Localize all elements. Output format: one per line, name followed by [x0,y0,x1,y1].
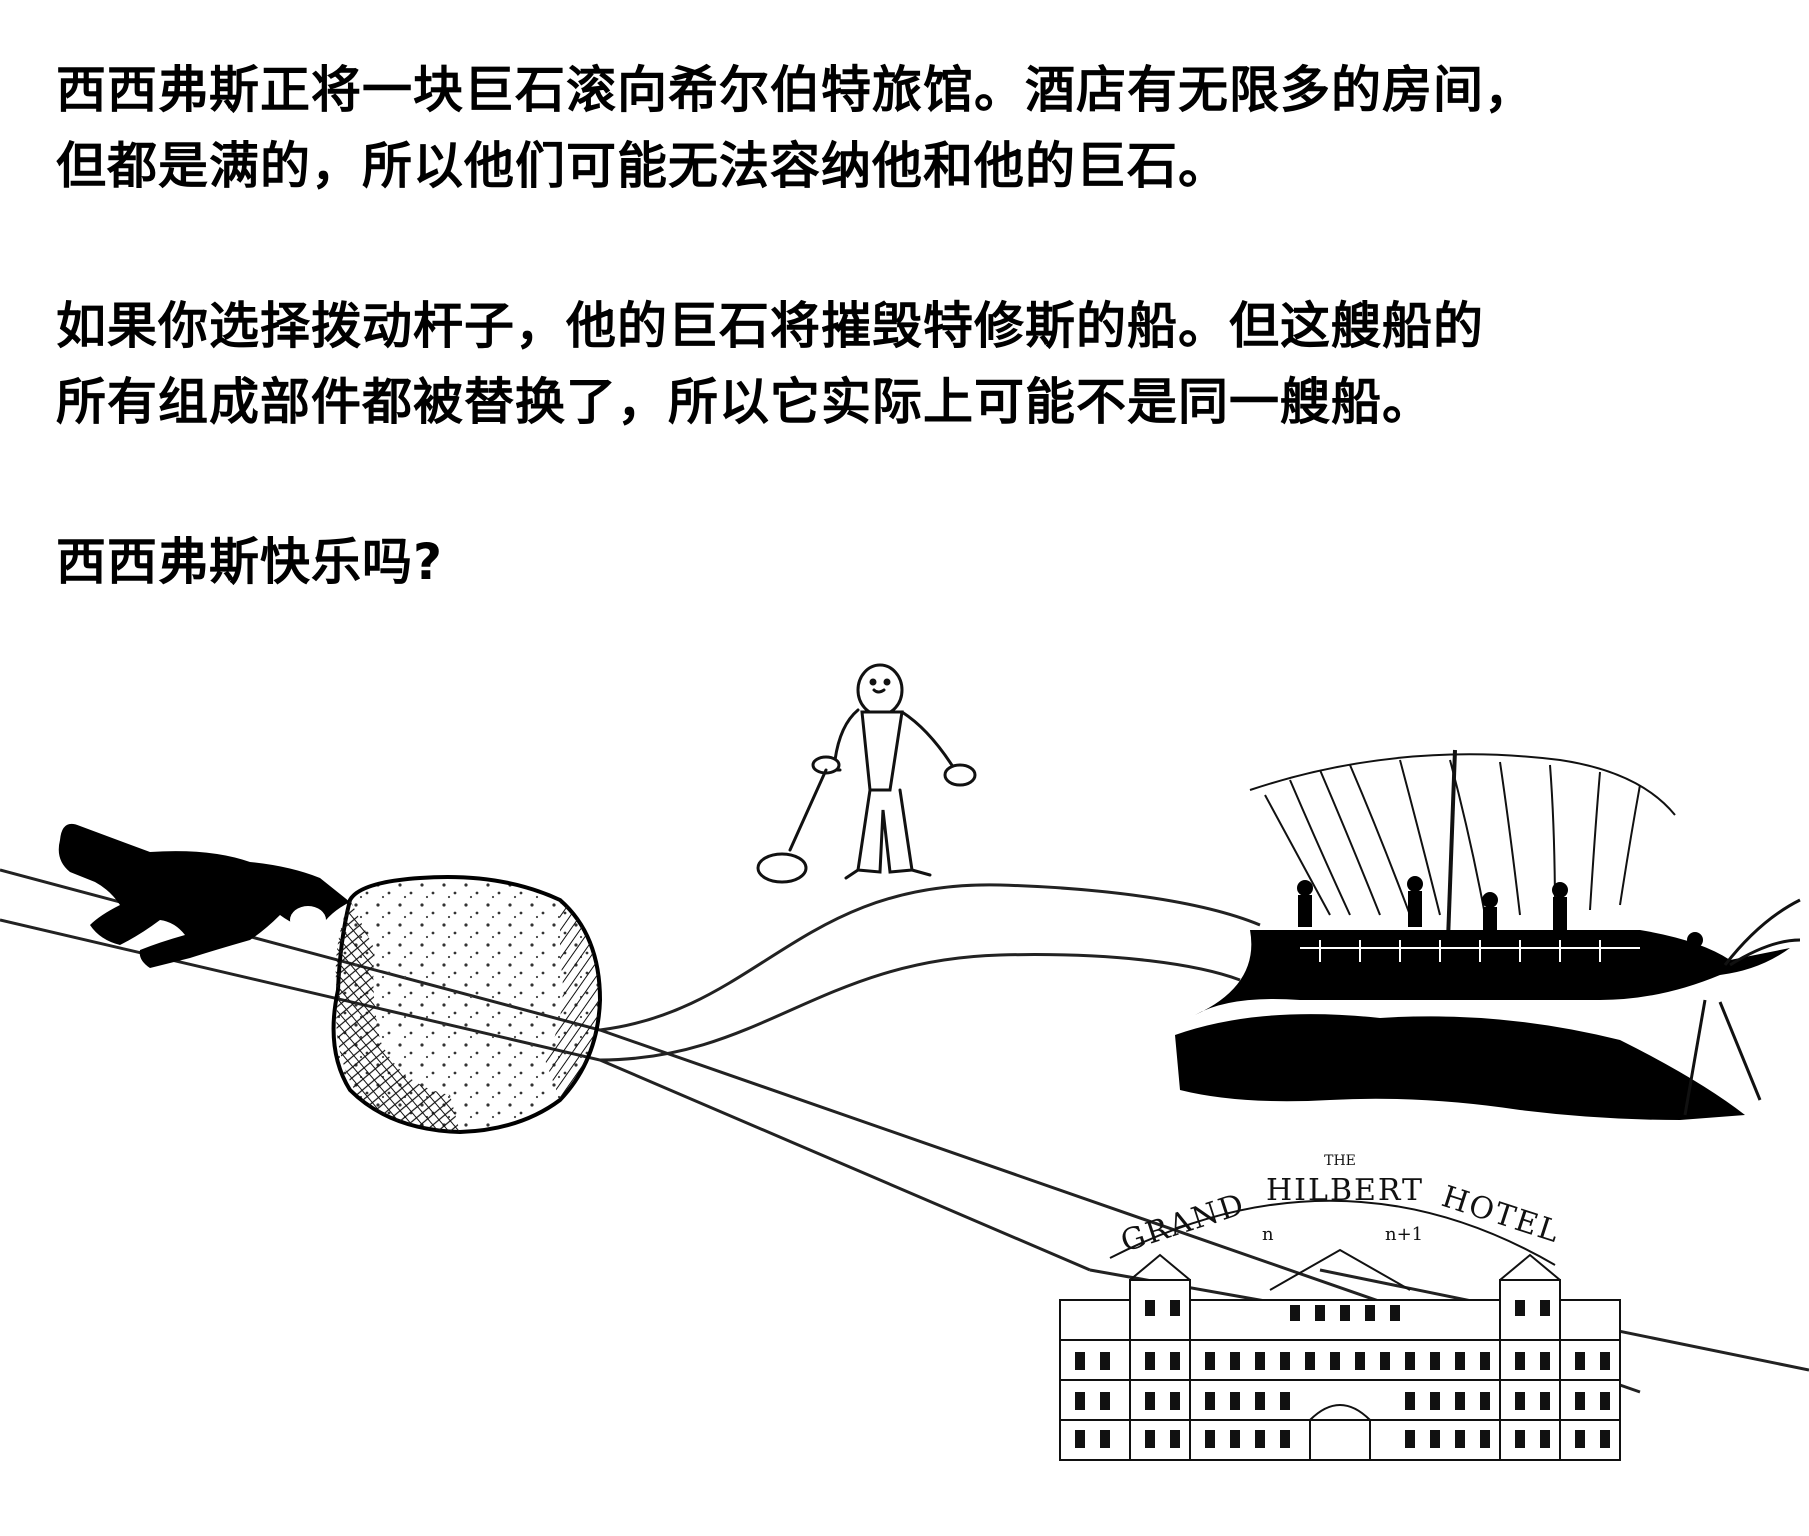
ship-wave [1175,1014,1745,1120]
caption-line: 所有组成部件都被替换了，所以它实际上可能不是同一艘船。 [56,373,1433,431]
hotel-sign-the: THE [1324,1153,1356,1169]
ship-stern-ornament [1723,898,1801,967]
caption-line: 但都是满的，所以他们可能无法容纳他和他的巨石。 [56,137,1229,195]
grand-hilbert-hotel: THE GRAND HILBERT HOTEL n n+1 [1059,1153,1621,1461]
room-label-n-plus-1: n+1 [1385,1224,1423,1245]
branch-track-lower [599,953,1241,1062]
ship-sail [1249,749,1676,941]
caption-paragraph-hotel: 西西弗斯正将一块巨石滚向希尔伯特旅馆。酒店有无限多的房间， 但都是满的，所以他们… [56,52,1776,204]
caption-line: 如果你选择拨动杆子，他的巨石将摧毁特修斯的船。但这艘船的 [56,297,1484,355]
ship-of-theseus [1175,749,1801,1120]
meme-caption: 西西弗斯正将一块巨石滚向希尔伯特旅馆。酒店有无限多的房间， 但都是满的，所以他们… [56,52,1776,600]
sisyphus-figure [58,823,350,968]
boulder [331,874,603,1135]
caption-paragraph-question: 西西弗斯快乐吗? [56,524,1776,600]
trolley-problem-illustration: THE GRAND HILBERT HOTEL n n+1 [0,663,1809,1461]
caption-line: 西西弗斯正将一块巨石滚向希尔伯特旅馆。酒店有无限多的房间， [56,61,1535,119]
branch-track-upper [599,883,1261,1032]
lever-handle [788,768,828,852]
lever-base [756,852,808,884]
ship-hull [1195,930,1790,1015]
room-label-n: n [1262,1224,1274,1245]
hotel-windows [1075,1300,1610,1448]
hotel-sign-hotel: HOTEL [1438,1179,1565,1250]
caption-line: 西西弗斯快乐吗? [56,533,444,591]
lever-puller-figure [756,663,977,884]
caption-paragraph-ship: 如果你选择拨动杆子，他的巨石将摧毁特修斯的船。但这艘船的 所有组成部件都被替换了… [56,288,1776,440]
ship-railing [1300,940,1640,962]
ship-ladder [1683,999,1762,1116]
